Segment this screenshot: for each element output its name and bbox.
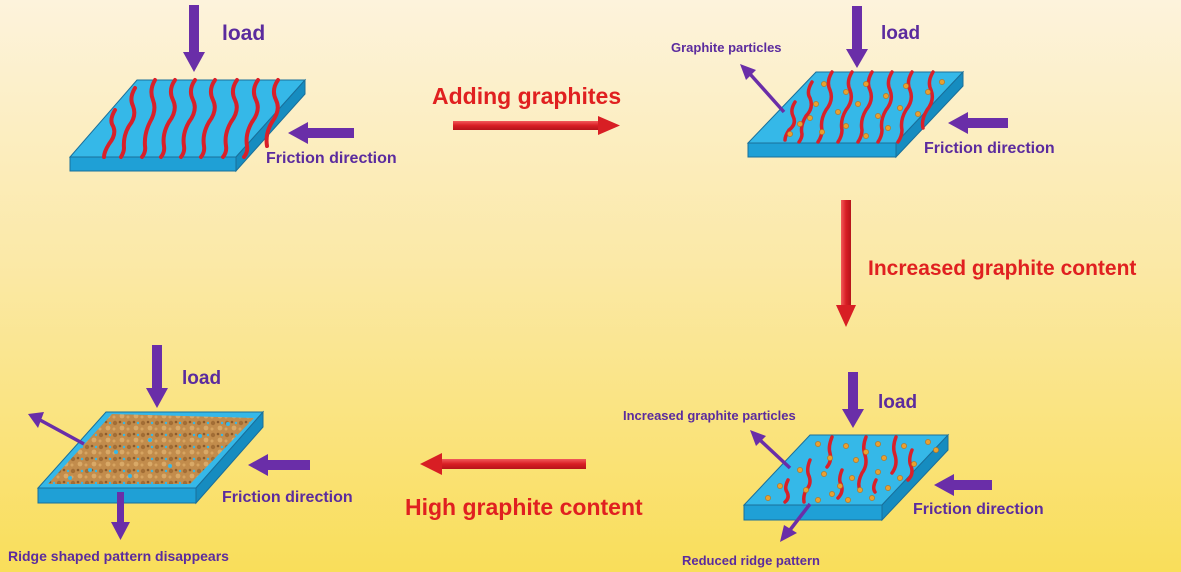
callout-arrow-4a: [28, 412, 85, 446]
graphite-particles-3: [765, 439, 939, 503]
callout-arrow-3a: [750, 430, 792, 470]
friction-label-3: Friction direction: [913, 501, 1044, 518]
graphite-particles-label: Graphite particles: [671, 40, 782, 55]
panel-4: Ridge shaped pattern disappears load Fri…: [8, 345, 353, 564]
transition-arrow-2: [836, 200, 856, 327]
friction-arrow-2: [948, 112, 1008, 134]
transition-label-3: High graphite content: [405, 494, 643, 520]
graphite-particles-2: [787, 79, 945, 139]
friction-label-1: Friction direction: [266, 150, 397, 167]
load-label-2: load: [881, 23, 920, 44]
transition-label-1: Adding graphites: [432, 83, 621, 109]
panel-2: Graphite particles load Friction directi…: [671, 6, 1055, 159]
increased-particles-label: Increased graphite particles: [623, 408, 796, 423]
friction-label-4: Friction direction: [222, 489, 353, 506]
transition-arrow-3: [420, 453, 586, 475]
friction-arrow-3: [934, 474, 992, 496]
callout-arrow-3b: [780, 502, 812, 542]
panel-1: load Friction direction: [68, 5, 397, 173]
friction-arrow-4: [248, 454, 310, 476]
load-label-1: load: [222, 22, 265, 45]
graphite-particles-4: [68, 422, 230, 480]
load-label-4: load: [182, 368, 221, 389]
ridge-disappears-label: Ridge shaped pattern disappears: [8, 548, 229, 564]
plate-3: [742, 433, 950, 522]
graphite-layer-4: [48, 414, 254, 484]
transition-label-2: Increased graphite content: [868, 257, 1136, 280]
ridge-lines-1: [102, 78, 280, 159]
panel-3: Increased graphite particles Reduced rid…: [623, 372, 1044, 568]
callout-arrow-2: [740, 64, 786, 114]
friction-label-2: Friction direction: [924, 140, 1055, 157]
reduced-ridge-label: Reduced ridge pattern: [682, 553, 820, 568]
load-arrow-1: [183, 5, 205, 72]
load-arrow-3: [842, 372, 864, 428]
transition-arrow-1: [453, 116, 620, 135]
ridge-lines-3: [783, 435, 914, 504]
load-arrow-4: [146, 345, 168, 408]
load-label-3: load: [878, 392, 917, 413]
friction-arrow-1: [288, 122, 354, 144]
load-arrow-2: [846, 6, 868, 68]
callout-arrow-4b: [111, 492, 130, 540]
